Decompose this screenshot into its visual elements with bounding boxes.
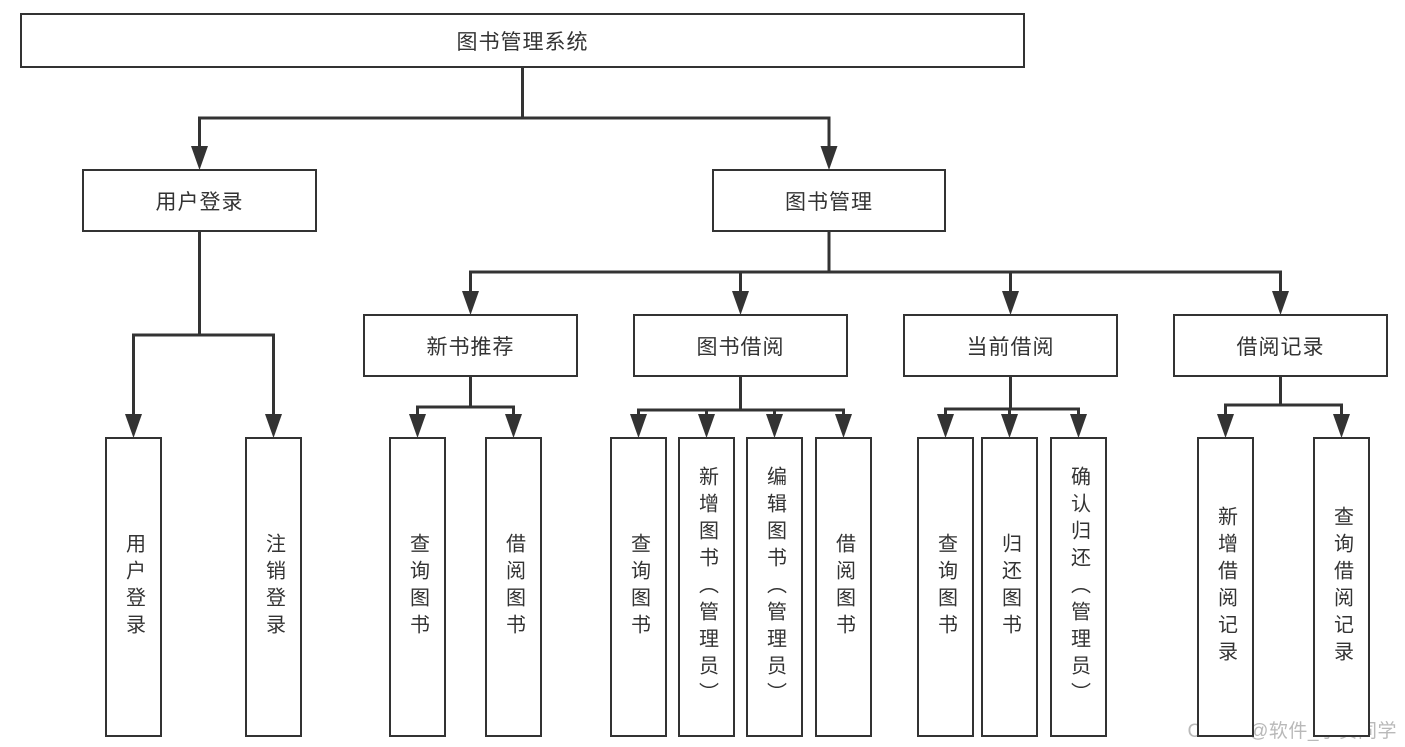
arrowhead-into-current-borrow: [1002, 291, 1019, 315]
arrowhead-into-bb-add: [698, 414, 715, 438]
node-label-bb-edit: 编辑图书（管理员）: [763, 465, 786, 709]
node-label-bb-query: 查询图书: [627, 533, 650, 641]
node-label-br-query: 查询借阅记录: [1330, 506, 1353, 668]
node-label-cb-confirm: 确认归还（管理员）: [1067, 465, 1090, 709]
arrowhead-into-book-borrow: [732, 291, 749, 315]
connector-path-new-book-rec: [416, 375, 515, 419]
node-root: 图书管理系统: [20, 13, 1025, 68]
connector-root-to-children: [191, 66, 838, 170]
arrowhead-into-ul-login: [125, 414, 142, 438]
node-label-bb-lend: 借阅图书: [832, 533, 855, 641]
arrowhead-into-ul-logout: [265, 414, 282, 438]
node-label-root: 图书管理系统: [456, 30, 589, 54]
arrowhead-into-new-book-rec: [462, 291, 479, 315]
node-cb-return: 归还图书: [981, 437, 1038, 737]
node-user-login: 用户登录: [82, 169, 317, 232]
node-borrow-records: 借阅记录: [1173, 314, 1388, 377]
connector-path-book-borrow: [637, 375, 845, 419]
node-bb-edit: 编辑图书（管理员）: [746, 437, 803, 737]
node-label-ul-logout: 注销登录: [262, 533, 285, 641]
connector-path-book-mgmt: [469, 230, 1282, 296]
connector-book-borrow-to-children: [630, 375, 852, 438]
node-br-query: 查询借阅记录: [1313, 437, 1370, 737]
node-cb-confirm: 确认归还（管理员）: [1050, 437, 1107, 737]
node-bb-add: 新增图书（管理员）: [678, 437, 735, 737]
node-book-mgmt: 图书管理: [712, 169, 946, 232]
arrowhead-into-cb-query: [937, 414, 954, 438]
node-ul-logout: 注销登录: [245, 437, 302, 737]
node-label-new-book-rec: 新书推荐: [426, 335, 515, 359]
node-new-book-rec: 新书推荐: [363, 314, 578, 377]
node-bb-query: 查询图书: [610, 437, 667, 737]
node-label-bb-add: 新增图书（管理员）: [695, 465, 718, 709]
node-label-book-borrow: 图书借阅: [696, 335, 785, 359]
node-label-cb-return: 归还图书: [998, 533, 1021, 641]
node-book-borrow: 图书借阅: [633, 314, 848, 377]
node-bb-lend: 借阅图书: [815, 437, 872, 737]
node-current-borrow: 当前借阅: [903, 314, 1118, 377]
connector-current-borrow-to-children: [937, 375, 1087, 438]
arrowhead-into-bb-edit: [766, 414, 783, 438]
arrowhead-into-nbr-borrow: [505, 414, 522, 438]
node-nbr-query: 查询图书: [389, 437, 446, 737]
node-label-cb-query: 查询图书: [934, 533, 957, 641]
arrowhead-into-book-mgmt: [820, 146, 838, 170]
arrowhead-into-user-login: [191, 146, 208, 170]
node-label-borrow-records: 借阅记录: [1236, 335, 1325, 359]
connector-path-current-borrow: [944, 375, 1080, 419]
connector-new-book-rec-to-children: [409, 375, 522, 438]
node-br-add: 新增借阅记录: [1197, 437, 1254, 737]
arrowhead-into-cb-confirm: [1070, 414, 1087, 438]
node-label-user-login: 用户登录: [155, 190, 244, 214]
node-label-nbr-borrow: 借阅图书: [502, 533, 525, 641]
connector-path-borrow-records: [1224, 375, 1343, 419]
arrowhead-into-br-add: [1217, 414, 1234, 438]
node-label-br-add: 新增借阅记录: [1214, 506, 1237, 668]
arrowhead-into-br-query: [1333, 414, 1350, 438]
node-label-ul-login: 用户登录: [122, 533, 145, 641]
arrowhead-into-borrow-records: [1272, 291, 1289, 315]
connector-path-root: [198, 66, 831, 151]
arrowhead-into-bb-lend: [835, 414, 852, 438]
node-nbr-borrow: 借阅图书: [485, 437, 542, 737]
arrowhead-into-nbr-query: [409, 414, 426, 438]
node-label-current-borrow: 当前借阅: [966, 335, 1055, 359]
node-cb-query: 查询图书: [917, 437, 974, 737]
connector-borrow-records-to-children: [1217, 375, 1350, 438]
node-label-nbr-query: 查询图书: [406, 533, 429, 641]
arrowhead-into-bb-query: [630, 414, 647, 438]
arrowhead-into-cb-return: [1001, 414, 1018, 438]
node-label-book-mgmt: 图书管理: [785, 190, 873, 214]
connector-book-mgmt-to-children: [462, 230, 1289, 315]
node-ul-login: 用户登录: [105, 437, 162, 737]
connector-user-login-to-children: [125, 230, 282, 438]
connector-path-user-login: [132, 230, 275, 419]
